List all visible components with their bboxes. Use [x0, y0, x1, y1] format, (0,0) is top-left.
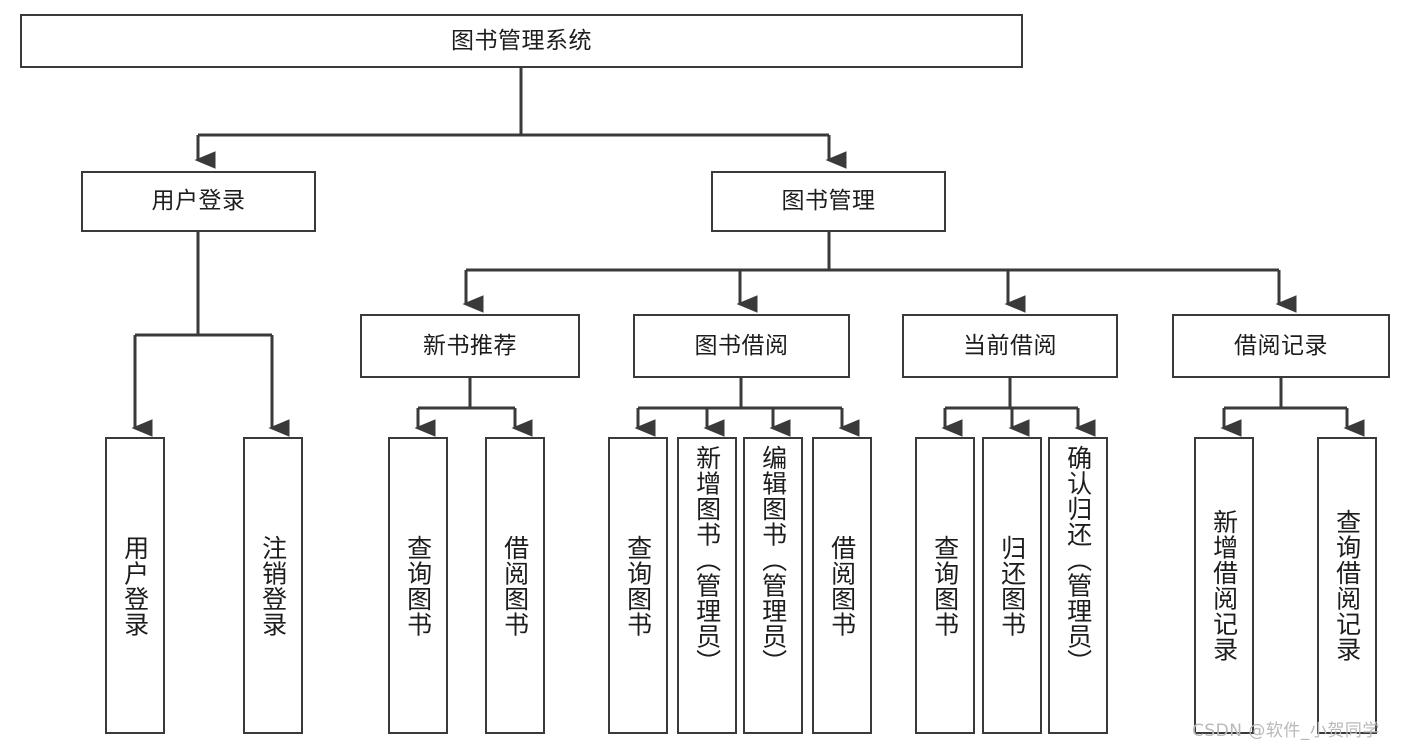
node-label: 新增图书（管理员） [692, 445, 722, 675]
leaf-new-book-query[interactable]: 查询图书 [388, 437, 448, 734]
leaf-record-add-borrow-record[interactable]: 新增借阅记录 [1194, 437, 1254, 734]
leaf-current-confirm-return-admin[interactable]: 确认归还（管理员） [1048, 437, 1108, 734]
node-label: 当前借阅 [963, 332, 1057, 359]
leaf-user-login-signin[interactable]: 用户登录 [105, 437, 165, 734]
node-label: 图书借阅 [694, 332, 789, 359]
watermark-label: CSDN @软件_小贺同学 [1192, 721, 1380, 741]
node-label: 查询图书 [623, 534, 653, 637]
node-label: 图书管理 [781, 188, 876, 215]
watermark-text: CSDN @软件_小贺同学 [1192, 716, 1380, 741]
node-label: 图书管理系统 [451, 27, 592, 54]
node-new-book-recommendation[interactable]: 新书推荐 [360, 314, 580, 378]
node-root-book-management-system[interactable]: 图书管理系统 [20, 14, 1023, 68]
node-book-borrowing[interactable]: 图书借阅 [633, 314, 850, 378]
leaf-borrow-add-book-admin[interactable]: 新增图书（管理员） [677, 437, 737, 734]
node-label: 新书推荐 [423, 332, 517, 359]
node-label: 注销登录 [258, 534, 288, 637]
leaf-borrow-query-book[interactable]: 查询图书 [608, 437, 668, 734]
node-label: 查询图书 [930, 534, 960, 637]
node-user-login[interactable]: 用户登录 [81, 171, 316, 232]
node-label: 编辑图书（管理员） [758, 445, 788, 675]
node-label: 归还图书 [997, 534, 1027, 637]
node-current-borrowing[interactable]: 当前借阅 [902, 314, 1118, 378]
leaf-user-login-signout[interactable]: 注销登录 [243, 437, 303, 734]
node-label: 查询图书 [403, 534, 433, 637]
node-label: 借阅记录 [1234, 332, 1328, 359]
leaf-record-query-borrow-record[interactable]: 查询借阅记录 [1317, 437, 1377, 734]
node-label: 查询借阅记录 [1332, 509, 1362, 662]
node-book-management[interactable]: 图书管理 [711, 171, 946, 232]
node-label: 借阅图书 [827, 534, 857, 637]
node-borrowing-record[interactable]: 借阅记录 [1172, 314, 1390, 378]
node-label: 用户登录 [120, 534, 150, 637]
leaf-new-book-borrow[interactable]: 借阅图书 [485, 437, 545, 734]
leaf-current-return-book[interactable]: 归还图书 [982, 437, 1042, 734]
node-label: 确认归还（管理员） [1063, 445, 1093, 675]
node-label: 用户登录 [151, 188, 246, 215]
node-label: 借阅图书 [500, 534, 530, 637]
leaf-borrow-borrow-book[interactable]: 借阅图书 [812, 437, 872, 734]
leaf-borrow-edit-book-admin[interactable]: 编辑图书（管理员） [743, 437, 803, 734]
node-label: 新增借阅记录 [1209, 509, 1239, 662]
leaf-current-query-book[interactable]: 查询图书 [915, 437, 975, 734]
